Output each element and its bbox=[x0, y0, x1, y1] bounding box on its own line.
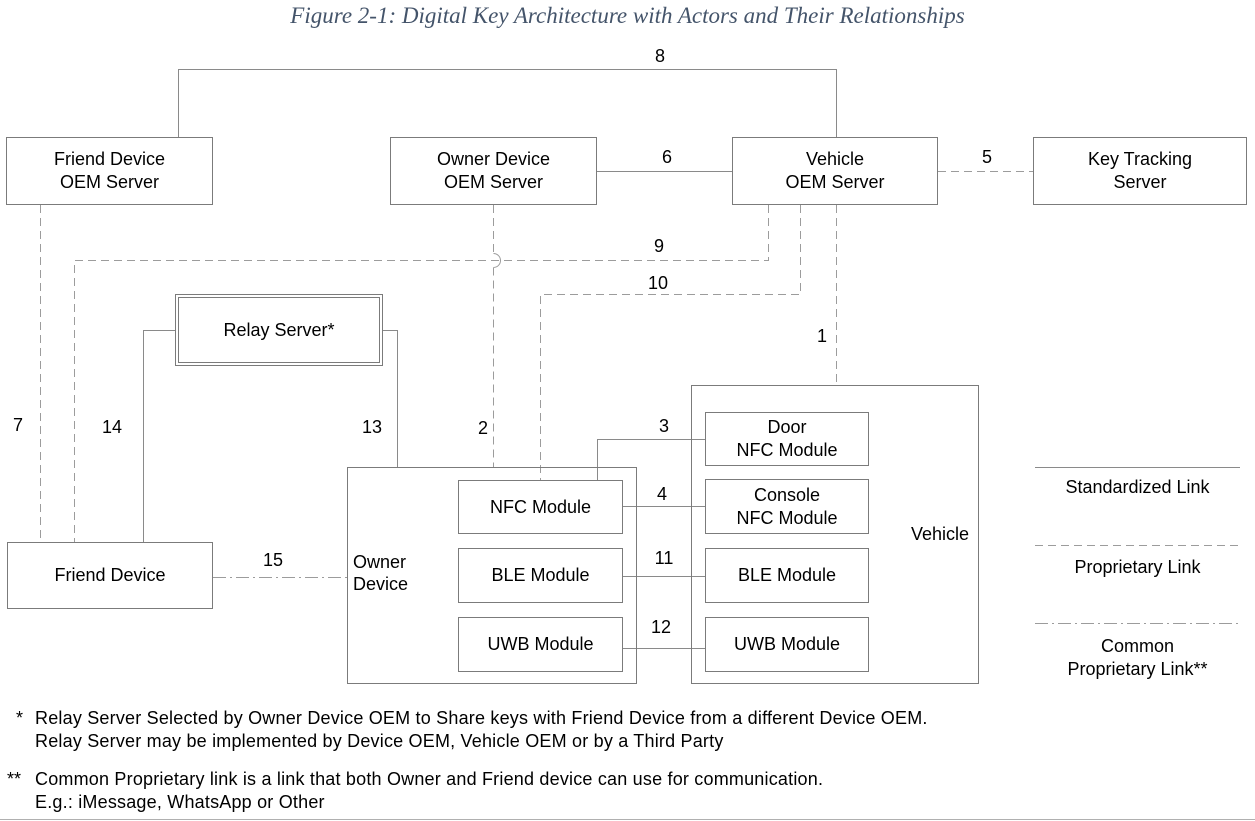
owner-uwb-module-label: UWB Module bbox=[487, 634, 594, 654]
friend-device-oem-server-box: Friend Device OEM Server bbox=[6, 137, 213, 205]
footnote-relay-text: Relay Server Selected by Owner Device OE… bbox=[35, 707, 1245, 753]
relay-server-box: Relay Server* bbox=[175, 294, 383, 366]
owner-nfc-module-label: NFC Module bbox=[489, 496, 592, 517]
owner-device-oem-server-label-line2: OEM Server bbox=[443, 172, 544, 192]
link-3-label: 3 bbox=[658, 416, 670, 436]
vehicle-oem-server-label-line1: Vehicle bbox=[805, 149, 865, 169]
legend-standardized-link-label: Standardized Link bbox=[1065, 477, 1210, 497]
link-6-label: 6 bbox=[661, 147, 673, 167]
bottom-page-rule bbox=[0, 819, 1255, 820]
owner-uwb-module-box: UWB Module bbox=[458, 617, 623, 672]
vehicle-ble-module-box: BLE Module bbox=[705, 548, 869, 603]
key-tracking-server-box: Key Tracking Server bbox=[1033, 137, 1247, 205]
owner-device-oem-server-box: Owner Device OEM Server bbox=[390, 137, 597, 205]
console-nfc-module-label-line2: NFC Module bbox=[736, 507, 838, 528]
footnote-relay-marker: * bbox=[16, 708, 24, 728]
legend-common-proprietary-link-label: Common Proprietary Link** bbox=[1030, 635, 1245, 681]
vehicle-container-box bbox=[691, 385, 979, 684]
link-14-line bbox=[143, 330, 175, 542]
footnote-common-marker: ** bbox=[7, 769, 22, 789]
owner-device-container-box bbox=[347, 467, 637, 684]
link-10-label: 10 bbox=[647, 273, 669, 293]
legend-proprietary-link-label: Proprietary Link bbox=[1074, 557, 1201, 577]
link-9-label: 9 bbox=[653, 236, 665, 256]
figure-title: Figure 2-1: Digital Key Architecture wit… bbox=[290, 3, 965, 28]
link-8-line bbox=[178, 69, 837, 137]
link-13-line bbox=[383, 330, 398, 467]
vehicle-oem-server-box: Vehicle OEM Server bbox=[732, 137, 938, 205]
link-7-label: 7 bbox=[12, 415, 24, 435]
footnote-relay-line2: Relay Server may be implemented by Devic… bbox=[35, 731, 724, 751]
vehicle-uwb-module-label: UWB Module bbox=[733, 634, 841, 654]
door-nfc-module-box: Door NFC Module bbox=[705, 412, 869, 466]
door-nfc-module-label-line2: NFC Module bbox=[736, 440, 838, 460]
link-14-label: 14 bbox=[101, 417, 123, 437]
legend-common-proprietary-label-line1: Common bbox=[1100, 636, 1175, 656]
vehicle-uwb-module-box: UWB Module bbox=[705, 617, 869, 672]
link-15-label: 15 bbox=[262, 550, 284, 570]
footnote-common-line1: Common Proprietary link is a link that b… bbox=[35, 769, 824, 789]
owner-ble-module-label: BLE Module bbox=[491, 565, 590, 585]
link-3-line bbox=[597, 439, 705, 480]
legend-common-proprietary-label-line2: Proprietary Link** bbox=[1067, 659, 1208, 679]
owner-nfc-module-box: NFC Module bbox=[458, 480, 623, 534]
owner-device-label-line2: Device bbox=[353, 574, 409, 594]
link-9-line bbox=[74, 205, 769, 542]
console-nfc-module-label-line1: Console bbox=[753, 484, 821, 505]
vehicle-container-label: Vehicle bbox=[900, 523, 980, 545]
link-10-line bbox=[540, 205, 801, 480]
link-1-label: 1 bbox=[816, 326, 828, 346]
footnote-common-line2: E.g.: iMessage, WhatsApp or Other bbox=[35, 792, 325, 812]
owner-device-oem-server-label-line1: Owner Device bbox=[436, 149, 551, 169]
friend-device-oem-server-label-line2: OEM Server bbox=[59, 172, 160, 192]
key-tracking-server-label-line2: Server bbox=[1113, 172, 1167, 192]
footnote-relay-line1: Relay Server Selected by Owner Device OE… bbox=[35, 708, 928, 728]
owner-device-label-line1: Owner bbox=[353, 552, 407, 572]
link-5-label: 5 bbox=[981, 147, 993, 167]
vehicle-ble-module-label: BLE Module bbox=[737, 565, 837, 585]
link-8-label: 8 bbox=[654, 46, 666, 66]
friend-device-label: Friend Device bbox=[54, 565, 166, 585]
friend-device-oem-server-label-line1: Friend Device bbox=[53, 149, 166, 169]
link-13-label: 13 bbox=[361, 417, 383, 437]
footnote-common-text: Common Proprietary link is a link that b… bbox=[35, 768, 1245, 814]
relay-server-label: Relay Server* bbox=[223, 319, 335, 340]
console-nfc-module-box: Console NFC Module bbox=[705, 479, 869, 534]
link-4-label: 4 bbox=[656, 484, 668, 504]
vehicle-label: Vehicle bbox=[910, 524, 970, 544]
link-11-label: 11 bbox=[654, 548, 674, 568]
link-2-crossover-hop bbox=[493, 253, 501, 268]
key-tracking-server-label-line1: Key Tracking bbox=[1087, 149, 1193, 169]
friend-device-box: Friend Device bbox=[7, 542, 213, 609]
owner-device-container-label: Owner Device bbox=[353, 551, 408, 595]
vehicle-oem-server-label-line2: OEM Server bbox=[785, 172, 885, 192]
link-2-label: 2 bbox=[477, 418, 489, 438]
door-nfc-module-label-line1: Door bbox=[767, 417, 807, 437]
link-12-label: 12 bbox=[650, 617, 672, 637]
owner-ble-module-box: BLE Module bbox=[458, 548, 623, 603]
